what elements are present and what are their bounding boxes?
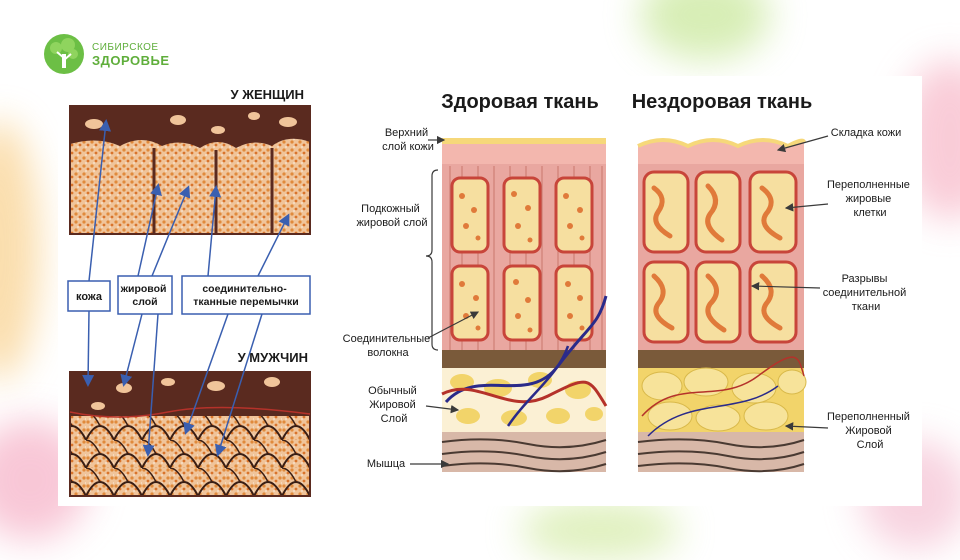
healthy-tissue-block: [441, 138, 608, 473]
label-tissue-breaks-line2: соединительной: [823, 287, 907, 299]
background-blob-bottom: [520, 500, 680, 560]
label-skin: кожа: [76, 291, 103, 303]
background-blob-left: [0, 120, 40, 380]
label-connective-fibers: Соединительные волокна: [343, 333, 434, 359]
label-connective-line1: соединительно-: [202, 283, 287, 295]
cellulite-diagram: У ЖЕНЩИН У МУЖЧИН кожа: [67, 87, 913, 497]
brand-logo: СИБИРСКОЕ ЗДОРОВЬЕ: [42, 32, 170, 76]
label-overfilled-layer: Переполненный Жировой Слой: [827, 411, 913, 451]
label-fat-line2: слой: [132, 296, 157, 308]
label-upper-skin: Верхний слой кожи: [382, 127, 434, 153]
women-title: У ЖЕНЩИН: [231, 87, 305, 102]
left-arrows: [82, 119, 290, 457]
healthy-labels: Верхний слой кожи Подкожный жировой слой…: [343, 127, 480, 470]
label-connective-fibers-line2: волокна: [367, 347, 409, 359]
men-title: У МУЖЧИН: [238, 350, 308, 365]
label-overfilled-cells-line3: клетки: [853, 207, 886, 219]
label-connective-fibers-line1: Соединительные: [343, 333, 431, 345]
label-overfilled-cells-line2: жировые: [846, 193, 892, 205]
label-connective: соединительно- тканные перемычки: [193, 283, 298, 308]
content-panel: У ЖЕНЩИН У МУЖЧИН кожа: [58, 76, 922, 506]
label-subcutaneous-line1: Подкожный: [361, 203, 420, 215]
label-upper-skin-line2: слой кожи: [382, 141, 434, 153]
label-overfilled-layer-line3: Слой: [857, 439, 884, 451]
title-unhealthy: Нездоровая ткань: [632, 91, 813, 113]
label-subcutaneous-line2: жировой слой: [356, 217, 427, 229]
brand-name-line2: ЗДОРОВЬЕ: [92, 53, 170, 68]
label-overfilled-cells: Переполненные жировые клетки: [827, 179, 913, 219]
label-tissue-breaks: Разрывы соединительной ткани: [823, 273, 910, 313]
label-tissue-breaks-line1: Разрывы: [842, 273, 888, 285]
men-tissue-block: [69, 371, 311, 497]
label-normal-fat-line1: Обычный: [368, 385, 417, 397]
brand-name-line1: СИБИРСКОЕ: [92, 42, 159, 53]
label-fat-line1: жировой: [120, 283, 167, 295]
unhealthy-labels: Складка кожи Переполненные жировые клетк…: [750, 127, 913, 451]
right-figure: Здоровая ткань Нездоровая ткань: [343, 91, 913, 473]
label-normal-fat: Обычный Жировой Слой: [368, 385, 420, 425]
label-normal-fat-line3: Слой: [381, 413, 408, 425]
label-subcutaneous: Подкожный жировой слой: [356, 203, 427, 229]
label-normal-fat-line2: Жировой: [369, 399, 416, 411]
label-fat: жировой слой: [120, 283, 170, 308]
label-muscle: Мышца: [367, 458, 406, 470]
label-skin-fold: Складка кожи: [831, 127, 902, 139]
title-healthy: Здоровая ткань: [441, 91, 599, 113]
background-blob-top-right: [640, 0, 770, 60]
left-figure: У ЖЕНЩИН У МУЖЧИН кожа: [67, 87, 311, 497]
label-overfilled-layer-line2: Жировой: [845, 425, 892, 437]
label-connective-line2: тканные перемычки: [193, 296, 298, 308]
label-overfilled-cells-line1: Переполненные: [827, 179, 910, 191]
tree-logo-icon: [44, 34, 84, 74]
label-upper-skin-line1: Верхний: [385, 127, 428, 139]
label-tissue-breaks-line3: ткани: [852, 301, 880, 313]
label-overfilled-layer-line1: Переполненный: [827, 411, 910, 423]
unhealthy-tissue-block: [637, 138, 807, 473]
